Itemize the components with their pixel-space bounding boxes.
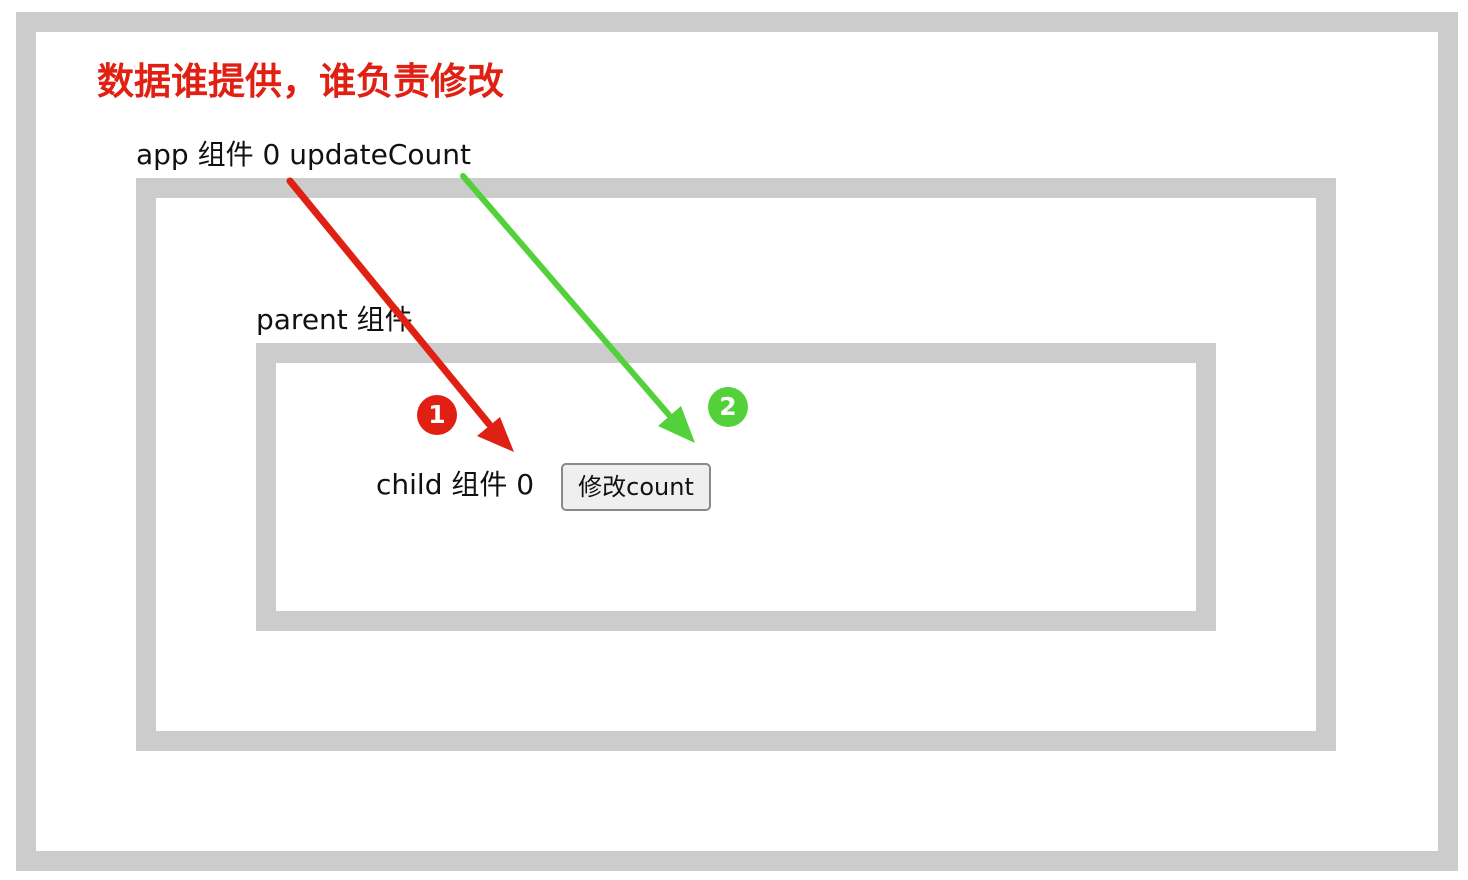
modify-count-button[interactable]: 修改count: [561, 463, 711, 511]
step-badge-2: 2: [708, 387, 748, 427]
app-component-label: app 组件 0 updateCount: [136, 138, 472, 171]
step-badge-1: 1: [417, 395, 457, 435]
child-component-label: child 组件 0: [376, 468, 535, 501]
diagram-heading: 数据谁提供，谁负责修改: [97, 60, 504, 103]
parent-component-label: parent 组件: [256, 303, 413, 336]
